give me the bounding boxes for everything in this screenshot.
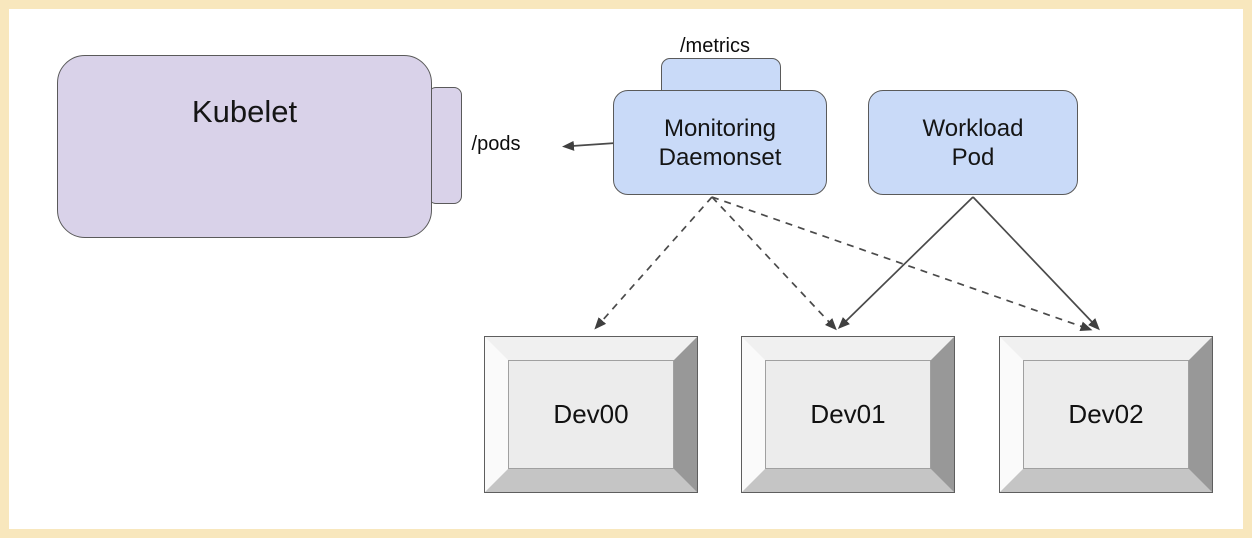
workload-pod-label: Workload Pod [922,114,1024,171]
edge-monitoring-to-dev01 [711,196,837,331]
pods-endpoint-label: /pods [471,133,521,155]
kubelet-pods-tab [428,87,462,204]
monitoring-daemonset-box: Monitoring Daemonset [613,90,827,195]
workload-pod-box: Workload Pod [868,90,1078,195]
dev02-box: Dev02 [1000,337,1212,492]
kubelet-box: Kubelet [57,55,432,238]
edge-monitoring-to-pods-endpoint [562,140,617,151]
kubelet-label: Kubelet [191,94,298,129]
metrics-endpoint-label: /metrics [680,35,750,57]
dev00-box: Dev00 [485,337,697,492]
monitoring-daemonset-label: Monitoring Daemonset [658,114,782,171]
dev01-label: Dev01 [810,399,886,429]
dev01-box: Dev01 [742,337,954,492]
edge-monitoring-to-dev00 [594,196,713,330]
edge-workload-to-dev02 [972,196,1100,331]
edge-workload-to-dev01 [837,196,974,329]
dev00-label: Dev00 [553,399,629,429]
edge-monitoring-to-dev02 [711,196,1093,332]
dev02-label: Dev02 [1068,399,1144,429]
